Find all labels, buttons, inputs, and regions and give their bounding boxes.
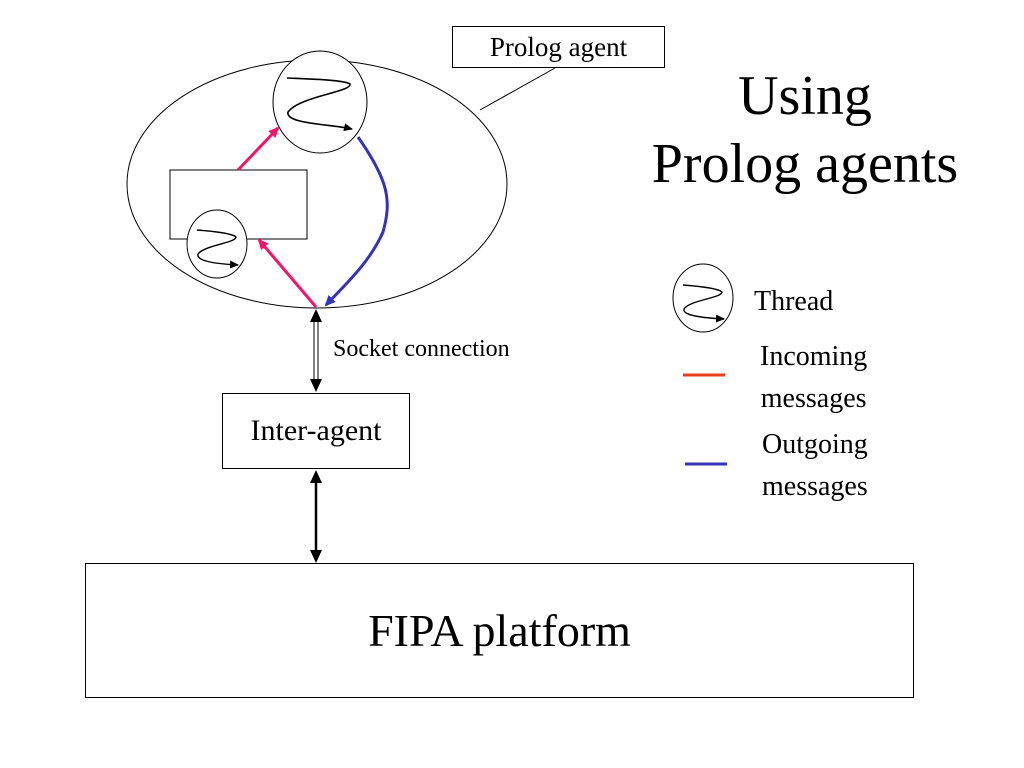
outgoing-arrow xyxy=(324,136,389,307)
thread-icon-small xyxy=(186,209,248,279)
prolog-agent-callout-line xyxy=(479,67,556,111)
thread-icon-main xyxy=(272,50,368,154)
title-line-2: Prolog agents xyxy=(651,133,959,195)
legend-thread-icon xyxy=(672,263,734,333)
legend-outgoing-line1: Outgoing xyxy=(762,429,868,460)
incoming-arrow-to-main-thread xyxy=(236,126,280,172)
legend-outgoing-label: Outgoing messages xyxy=(762,424,868,508)
prolog-agent-label: Prolog agent xyxy=(452,26,665,68)
legend-incoming-line2: messages xyxy=(760,383,867,414)
platform-connection-arrow xyxy=(310,470,322,563)
socket-connection-arrow xyxy=(310,309,322,392)
socket-connection-label: Socket connection xyxy=(333,336,510,362)
incoming-arrow-to-rectangle xyxy=(257,238,318,308)
title-line-1: Using xyxy=(738,65,872,127)
page-title: Using Prolog agents xyxy=(610,62,1000,198)
fipa-platform-label: FIPA platform xyxy=(368,605,631,656)
inter-agent-label: Inter-agent xyxy=(250,414,382,447)
prolog-agent-label-text: Prolog agent xyxy=(489,31,628,62)
fipa-platform-box: FIPA platform xyxy=(85,563,914,698)
legend-outgoing-line2: messages xyxy=(762,471,868,502)
legend-incoming-line1: Incoming xyxy=(760,341,868,372)
legend-thread-label: Thread xyxy=(754,286,834,317)
inter-agent-box: Inter-agent xyxy=(222,393,410,469)
legend-incoming-label: Incoming messages xyxy=(760,336,867,420)
